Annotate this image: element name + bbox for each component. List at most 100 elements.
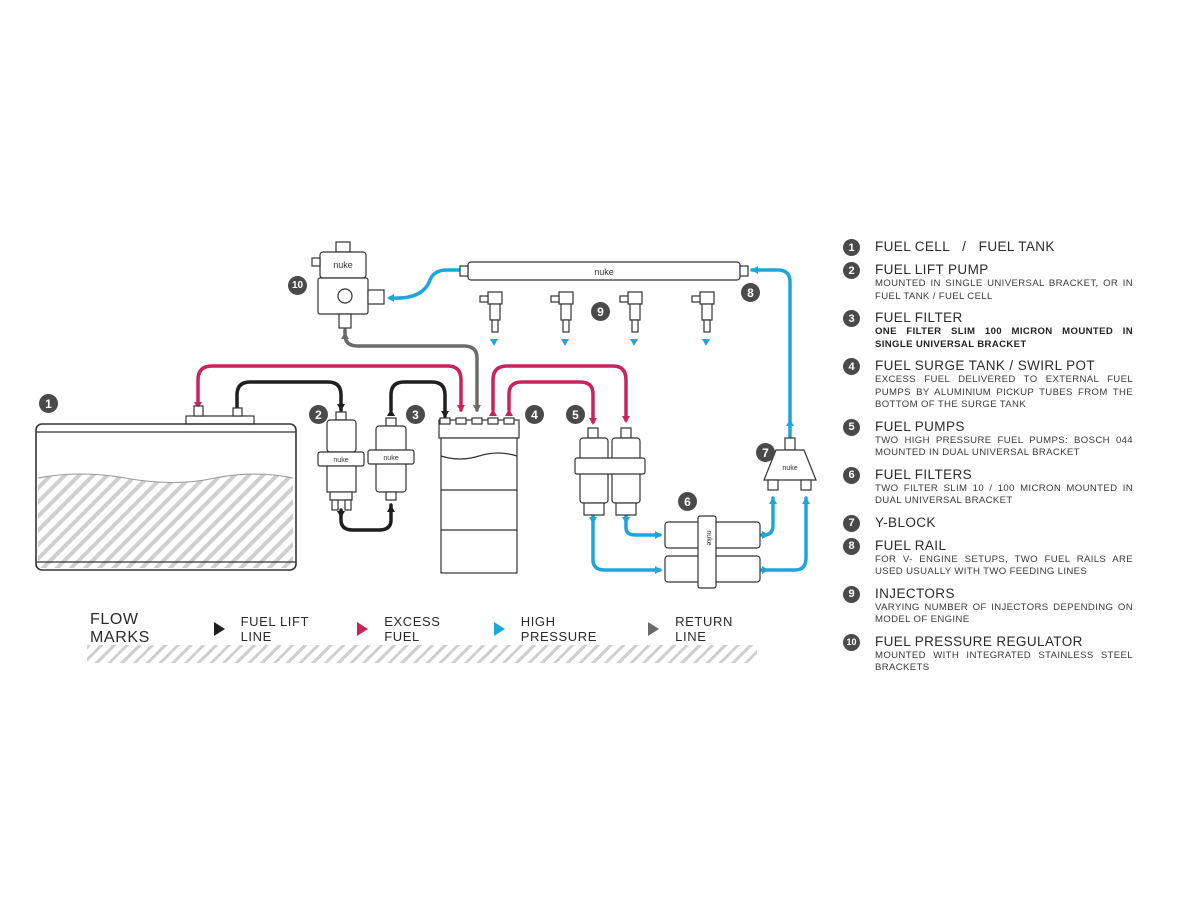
- injector: [550, 291, 574, 333]
- callout-lift-pump: 2: [309, 405, 328, 424]
- fuel-filters-dual: [664, 515, 761, 589]
- flow-entry-high-pressure: HIGH PRESSURE: [493, 614, 626, 644]
- legend-title: FUEL FILTER: [875, 310, 963, 325]
- legend-description: EXCESS FUEL DELIVERED TO EXTERNAL FUEL P…: [875, 374, 1133, 410]
- legend-number: 8: [843, 537, 860, 555]
- legend-title: FUEL PRESSURE REGULATOR: [875, 633, 1083, 649]
- legend-description: TWO FILTER SLIM 10 / 100 MICRON MOUNTED …: [875, 482, 1133, 507]
- flow-marks-title: FLOW MARKS: [90, 611, 150, 646]
- injector: [691, 291, 715, 333]
- legend-item-fuel-filter: 3 FUEL FILTER ONE FILTER SLIM 100 MICRON…: [843, 309, 1133, 351]
- fuel-rail: [459, 261, 749, 281]
- hp-pump-to-filter-top: [624, 513, 662, 537]
- fuel-tank: [35, 405, 297, 571]
- flow-entry-return: RETURN LINE: [648, 614, 760, 644]
- excess-line-tank-return: [196, 364, 463, 412]
- triangle-icon: [357, 622, 369, 636]
- flow-label: EXCESS FUEL: [384, 614, 441, 644]
- legend-item-surge-tank: 4 FUEL SURGE TANK / SWIRL POT EXCESS FUE…: [843, 357, 1133, 412]
- triangle-icon: [493, 622, 505, 636]
- hp-rail-to-regulator: [388, 268, 462, 300]
- legend-title: Y-BLOCK: [875, 514, 936, 530]
- legend-number: 1: [843, 239, 860, 256]
- callout-surge-tank: 4: [525, 405, 544, 424]
- callout-injectors: 9: [591, 302, 610, 321]
- injector: [479, 291, 503, 333]
- legend-description: TWO HIGH PRESSURE FUEL PUMPS: BOSCH 044 …: [875, 434, 1133, 459]
- logo-filter: nuke: [383, 455, 398, 462]
- legend-item-lift-pump: 2 FUEL LIFT PUMP MOUNTED IN SINGLE UNIVE…: [843, 261, 1133, 303]
- logo-y-block: nuke: [782, 465, 797, 472]
- legend-title: FUEL SURGE TANK / SWIRL POT: [875, 358, 1096, 373]
- fuel-surge-tank: [438, 417, 520, 574]
- flow-arrows-return: [341, 332, 481, 412]
- legend-title: FUEL RAIL: [875, 537, 947, 553]
- component-legend: 1 FUEL CELL / FUEL TANK 2 FUEL LIFT PUMP…: [843, 238, 1133, 681]
- lift-line-filter-to-swirl: [389, 380, 447, 418]
- flow-arrows-high: [387, 266, 810, 574]
- hp-filter-to-yblock-b: [760, 496, 808, 572]
- legend-title: INJECTORS: [875, 585, 955, 601]
- lift-line-pump-to-filter: [339, 503, 393, 532]
- fuel-lift-pump: [317, 411, 365, 511]
- legend-description: MOUNTED IN SINGLE UNIVERSAL BRACKET, OR …: [875, 278, 1133, 302]
- callout-y-block: 7: [756, 443, 775, 462]
- flow-marks-key: FLOW MARKS FUEL LIFT LINE EXCESS FUEL HI…: [90, 611, 760, 646]
- fuel-pumps-dual: [574, 427, 646, 516]
- flow-label: RETURN LINE: [675, 614, 733, 644]
- fuel-pressure-regulator: [311, 241, 385, 329]
- logo-regulator: nuke: [333, 260, 353, 270]
- hp-pump-to-filter-bottom: [591, 513, 662, 572]
- triangle-icon: [648, 622, 660, 636]
- hatch-divider: [87, 645, 757, 663]
- flow-label: FUEL LIFT LINE: [240, 614, 309, 644]
- legend-item-fuel-filters: 6 FUEL FILTERS TWO FILTER SLIM 10 / 100 …: [843, 466, 1133, 508]
- legend-number: 5: [843, 418, 860, 436]
- legend-item-fuel-rail: 8 FUEL RAIL FOR V- ENGINE SETUPS, TWO FU…: [843, 537, 1133, 579]
- legend-number: 3: [843, 310, 860, 327]
- legend-description: VARYING NUMBER OF INJECTORS DEPENDING ON…: [875, 601, 1133, 626]
- legend-item-regulator: 10 FUEL PRESSURE REGULATOR MOUNTED WITH …: [843, 633, 1133, 675]
- legend-item-injectors: 9 INJECTORS VARYING NUMBER OF INJECTORS …: [843, 585, 1133, 627]
- legend-number: 9: [843, 585, 860, 603]
- excess-line-pump-a: [491, 364, 628, 422]
- callout-fuel-rail: 8: [741, 283, 760, 302]
- logo-filters-dual: nuke: [705, 530, 712, 545]
- logo-lift-pump: nuke: [333, 457, 348, 464]
- legend-number: 2: [843, 262, 860, 279]
- callout-fuel-pumps: 5: [566, 405, 585, 424]
- lift-lines: [235, 380, 447, 532]
- legend-number: 10: [843, 633, 860, 651]
- injectors: [479, 291, 715, 333]
- lift-line-tank-to-pump: [235, 380, 343, 412]
- callout-fuel-cell: 1: [39, 394, 58, 413]
- legend-number: 6: [843, 466, 860, 484]
- legend-number: 4: [843, 358, 860, 375]
- flow-entry-excess: EXCESS FUEL: [357, 614, 472, 644]
- y-block: [763, 437, 817, 491]
- flow-arrows-lift: [233, 404, 449, 518]
- flow-label: HIGH PRESSURE: [520, 614, 598, 644]
- injector: [619, 291, 643, 333]
- return-line: [343, 328, 479, 412]
- legend-item-fuel-cell: 1 FUEL CELL / FUEL TANK: [843, 238, 1133, 256]
- callout-regulator: 10: [288, 276, 307, 295]
- legend-item-fuel-pumps: 5 FUEL PUMPS TWO HIGH PRESSURE FUEL PUMP…: [843, 418, 1133, 460]
- legend-item-y-block: 7 Y-BLOCK: [843, 514, 1133, 532]
- hp-yblock-to-rail: [750, 268, 792, 450]
- legend-description: FOR V- ENGINE SETUPS, TWO FUEL RAILS ARE…: [875, 553, 1133, 578]
- legend-title: FUEL PUMPS: [875, 418, 965, 434]
- triangle-icon: [213, 622, 225, 636]
- legend-title: FUEL LIFT PUMP: [875, 262, 989, 277]
- legend-description: ONE FILTER SLIM 100 MICRON MOUNTED IN SI…: [875, 326, 1133, 350]
- flow-entry-lift: FUEL LIFT LINE: [213, 614, 336, 644]
- legend-title: FUEL FILTERS: [875, 466, 973, 482]
- legend-description: MOUNTED WITH INTEGRATED STAINLESS STEEL …: [875, 649, 1133, 674]
- legend-title: FUEL CELL / FUEL TANK: [875, 239, 1055, 254]
- fuel-filter-single: [367, 417, 415, 501]
- legend-number: 7: [843, 514, 860, 532]
- logo-rail: nuke: [594, 267, 614, 277]
- callout-fuel-filter: 3: [406, 405, 425, 424]
- callout-fuel-filters: 6: [678, 492, 697, 511]
